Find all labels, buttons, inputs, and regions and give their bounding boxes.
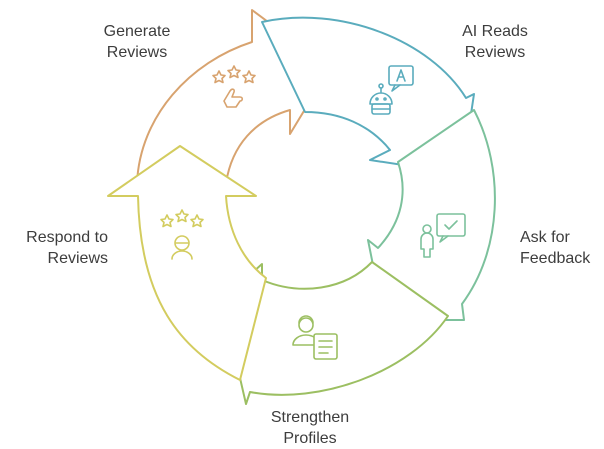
robot-icon (369, 65, 414, 115)
arrow-ai-reads (261, 16, 475, 175)
step-label-ask: Ask for Feedback (520, 229, 591, 267)
step-label-respond: Respond to Reviews (26, 229, 108, 267)
stars-hand-icon (212, 65, 256, 108)
arrow-strengthen (221, 261, 449, 405)
person-chat-icon (420, 213, 466, 258)
arrow-ask (367, 109, 496, 321)
step-label-ai-reads: AI Reads Reviews (462, 23, 528, 61)
arrow-respond (107, 145, 267, 381)
step-label-generate: Generate Reviews (103, 23, 171, 61)
stars-person-icon (160, 209, 204, 260)
profile-document-icon (292, 315, 338, 360)
step-label-strengthen: Strengthen Profiles (270, 409, 350, 447)
